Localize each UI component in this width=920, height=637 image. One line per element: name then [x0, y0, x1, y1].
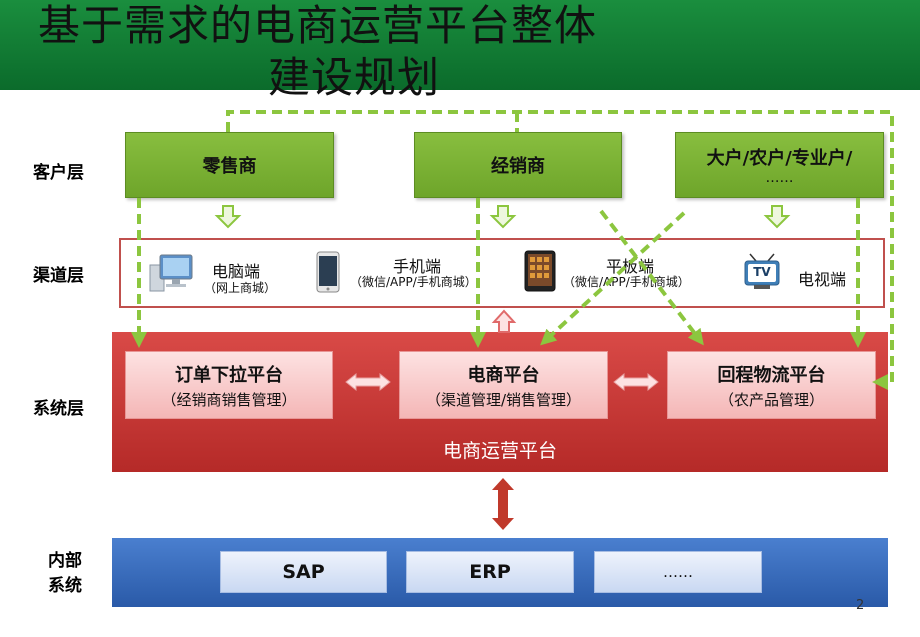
down-arrow-icon-retailer: [214, 205, 242, 229]
desktop-computer-icon: [149, 254, 193, 292]
internal-sap: SAP: [220, 551, 387, 593]
channel-pc-sub: （网上商城）: [204, 281, 277, 295]
layer-label-channel: 渠道层: [33, 266, 84, 286]
diagonal-distributor-to-logistics: [599, 209, 704, 346]
system-order-sub: （经销商销售管理）: [161, 390, 297, 409]
layer-label-internal-2: 系统: [48, 576, 82, 596]
internal-more-label: ……: [663, 563, 693, 581]
channel-mobile-sub: （微信/APP/手机商城）: [350, 275, 477, 289]
channel-pc-label: 电脑端: [212, 262, 261, 281]
title-banner: [0, 0, 920, 90]
customer-large-farmers: 大户/农户/专业户/ ……: [675, 132, 884, 198]
page-title-line2: 建设规划: [268, 53, 441, 102]
system-order-label: 订单下拉平台: [175, 364, 283, 386]
system-ecommerce-label: 电商平台: [467, 364, 540, 386]
customer-retailer-label: 零售商: [202, 156, 257, 177]
internal-sap-label: SAP: [282, 561, 325, 583]
customer-distributor: 经销商: [414, 132, 622, 198]
channel-mobile-label: 手机端: [393, 257, 442, 276]
layer-label-internal-1: 内部: [48, 551, 82, 571]
page-number: 2: [856, 598, 865, 613]
down-arrow-icon-large: [763, 205, 791, 229]
system-logistics-sub: （农产品管理）: [718, 390, 824, 409]
mobile-phone-icon: [316, 251, 340, 293]
system-logistics-label: 回程物流平台: [717, 364, 826, 386]
up-arrow-icon: [491, 309, 517, 333]
double-arrow-icon-right: [613, 372, 659, 392]
customer-large-ellipsis: ……: [765, 170, 794, 186]
internal-more: ……: [594, 551, 762, 593]
layer-label-customer: 客户层: [33, 163, 84, 183]
layer-label-system: 系统层: [33, 399, 84, 419]
customer-distributor-label: 经销商: [491, 156, 545, 177]
page-title-line1: 基于需求的电商运营平台整体: [38, 1, 598, 50]
channel-tv-label: 电视端: [798, 270, 847, 289]
internal-erp-label: ERP: [469, 561, 511, 583]
system-logistics-platform: 回程物流平台 （农产品管理）: [667, 351, 876, 419]
vertical-double-arrow-icon: [492, 478, 514, 530]
down-arrow-icon-distributor: [489, 205, 517, 229]
system-order-platform: 订单下拉平台 （经销商销售管理）: [125, 351, 333, 419]
double-arrow-icon-left: [345, 372, 391, 392]
television-icon: TV: [744, 253, 780, 291]
internal-erp: ERP: [406, 551, 574, 593]
tablet-icon: [524, 250, 556, 292]
system-band-label: 电商运营平台: [442, 440, 557, 462]
top-loop-connector: [226, 110, 894, 390]
customer-large-label: 大户/农户/专业户/: [706, 148, 853, 169]
channel-tablet-sub: （微信/APP/手机商城）: [563, 275, 690, 289]
customer-retailer: 零售商: [125, 132, 334, 198]
system-ecommerce-platform: 电商平台 （渠道管理/销售管理）: [399, 351, 608, 419]
tv-icon-text: TV: [753, 265, 771, 279]
system-ecommerce-sub: （渠道管理/销售管理）: [425, 390, 582, 409]
